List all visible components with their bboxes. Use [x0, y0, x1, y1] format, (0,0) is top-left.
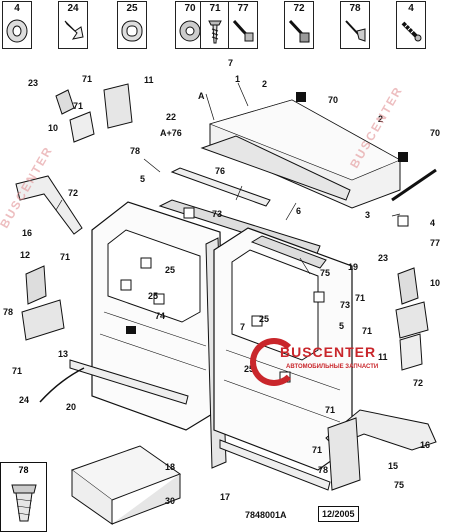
callout: 25: [259, 314, 270, 324]
callout: 71: [312, 445, 323, 455]
inset-callout: 78: [18, 465, 29, 475]
legend-tile-number: 4: [14, 3, 20, 14]
legend-tile: 24: [58, 1, 88, 49]
callout: 16: [22, 228, 33, 238]
callout: 15: [388, 461, 399, 471]
callout: 74: [155, 311, 166, 321]
callout: 75: [320, 268, 331, 278]
callout: 70: [328, 95, 339, 105]
callout: 24: [19, 395, 30, 405]
stud-bolt-icon: [288, 19, 310, 43]
callout: 13: [58, 349, 69, 359]
callout: 73: [212, 209, 223, 219]
callout: 4: [430, 218, 436, 228]
drawing-reference: 7848001A: [245, 510, 287, 520]
callout: 12: [20, 250, 31, 260]
callout: 7: [228, 58, 234, 68]
seal-ring-icon: [121, 20, 143, 42]
callout: 19: [348, 262, 359, 272]
callout: 71: [362, 326, 373, 336]
screw-icon: [208, 20, 222, 44]
callout: 76: [215, 166, 226, 176]
callout: 71: [12, 366, 23, 376]
callout: 71: [73, 101, 84, 111]
legend-tile: 25: [117, 1, 147, 49]
legend-tile: 77: [228, 1, 258, 49]
callout: 77: [430, 238, 441, 248]
watermark-ring-icon: [250, 338, 298, 386]
callout: 3: [365, 210, 371, 220]
callout: 25: [165, 265, 176, 275]
legend-tile: 71: [200, 1, 230, 49]
callout: 10: [430, 278, 441, 288]
parts-legend-strip: 4 24 25 70 71 77 72 78 4: [0, 0, 450, 50]
watermark-tagline: АВТОМОБИЛЬНЫЕ ЗАПЧАСТИ: [286, 364, 379, 370]
bolt-icon: [232, 19, 254, 42]
callout: 17: [220, 492, 231, 502]
rear-doors-exploded-diagram: [15, 82, 437, 525]
callout: 25: [244, 364, 255, 374]
callout: 22: [166, 112, 177, 122]
callout: 1: [235, 74, 241, 84]
legend-tile: 72: [284, 1, 314, 49]
callout: 2: [262, 79, 268, 89]
callout: 18: [165, 462, 176, 472]
callout: 71: [325, 405, 336, 415]
callout: 11: [378, 352, 388, 362]
callout: 71: [60, 252, 71, 262]
callout: 78: [318, 465, 329, 475]
callout: 23: [378, 253, 389, 263]
watermark-word: BUSCENTER: [280, 344, 377, 360]
grommet-icon: [6, 19, 28, 43]
callout: 6: [296, 206, 302, 216]
watermark-logo: BUSCENTER АВТОМОБИЛЬНЫЕ ЗАПЧАСТИ: [250, 330, 450, 410]
callout: 2: [378, 114, 384, 124]
callout: 5: [140, 174, 146, 184]
callout: 10: [48, 123, 59, 133]
legend-tile: 4: [396, 1, 426, 49]
callout: 20: [66, 402, 77, 412]
callout: 78: [3, 307, 14, 317]
callout: 75: [394, 480, 405, 490]
callout: 30: [165, 496, 176, 506]
callout: A+76: [160, 128, 182, 138]
rivet-icon: [345, 20, 366, 42]
callout: 16: [420, 440, 431, 450]
legend-tile: 4: [2, 1, 32, 49]
callout: 11: [144, 75, 154, 85]
callout: 71: [82, 74, 93, 84]
legend-tile-number: 24: [67, 3, 79, 14]
callout: 7: [240, 322, 246, 332]
legend-tile-number: 77: [237, 3, 249, 14]
screw-icon: [401, 21, 422, 42]
legend-tile-number: 70: [184, 3, 196, 14]
callout: 73: [340, 300, 351, 310]
callout: 72: [413, 378, 424, 388]
washer-icon: [179, 20, 201, 42]
clip-icon: [64, 20, 84, 40]
drawing-date: 12/2005: [318, 506, 359, 522]
legend-tile-number: 25: [126, 3, 138, 14]
legend-tile: 78: [340, 1, 370, 49]
legend-tile-number: 78: [349, 3, 361, 14]
callout: 72: [68, 188, 79, 198]
callout: 78: [130, 146, 141, 156]
fastener-inset: 78: [0, 462, 47, 532]
legend-tile-number: 72: [293, 3, 305, 14]
callout: 25: [148, 291, 159, 301]
callout: A: [198, 91, 205, 101]
callout: 70: [430, 128, 441, 138]
push-clip-icon: [11, 484, 37, 522]
callout: 23: [28, 78, 39, 88]
callout: 71: [355, 293, 366, 303]
legend-tile-number: 71: [209, 3, 221, 14]
callout: 5: [339, 321, 345, 331]
legend-tile-number: 4: [408, 3, 414, 14]
